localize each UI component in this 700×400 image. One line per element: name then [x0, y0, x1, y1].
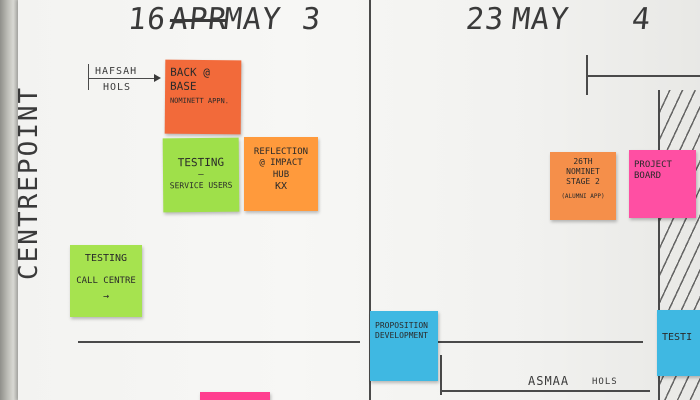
sticky-line: KX — [274, 180, 288, 192]
sticky-line: BOARD — [634, 171, 662, 182]
header-date-3: 3 — [300, 2, 323, 37]
hafsah-label: HAFSAH — [95, 66, 138, 77]
sticky-back-at-base[interactable]: BACK @ BASE NOMINETT APPN. — [164, 59, 242, 135]
sticky-line: TESTI — [662, 332, 693, 343]
sticky-sub: (ALUMNI APP) — [561, 193, 605, 200]
hafsah-arrow-start — [88, 64, 90, 90]
sticky-nominet-stage-2[interactable]: 26TH NOMINET STAGE 2 (ALUMNI APP) — [550, 152, 616, 220]
sticky-sub: NOMINETT APPN. — [169, 96, 230, 105]
asmaa-hols-line — [440, 390, 650, 392]
hatch-border-line — [658, 90, 660, 400]
sticky-reflection[interactable]: REFLECTION @ IMPACT HUB KX — [244, 137, 318, 211]
header-apr-crossed: APR — [168, 2, 230, 37]
metal-pole — [0, 0, 22, 400]
hafsah-hols-label: HOLS — [103, 82, 132, 93]
week-divider-line — [369, 0, 371, 400]
sticky-pink-bottom[interactable] — [200, 392, 270, 400]
sticky-line: REFLECTION — [253, 147, 309, 157]
arrow-right-icon — [154, 74, 161, 82]
asmaa-hols-label: HOLS — [592, 377, 618, 387]
sticky-line: CALL CENTRE — [76, 275, 136, 286]
sticky-line: SERVICE USERS — [169, 180, 233, 191]
asmaa-tick-line — [440, 355, 442, 395]
sticky-line: TESTING — [84, 253, 128, 264]
header-date-16: 16 — [126, 2, 168, 37]
sticky-line: DEVELOPMENT — [375, 331, 428, 340]
sticky-line: 26TH — [573, 157, 593, 166]
hafsah-arrow-line — [88, 78, 156, 80]
sticky-testing-call-centre[interactable]: TESTING CALL CENTRE → — [70, 245, 142, 317]
sticky-line: STAGE 2 — [566, 177, 600, 186]
sticky-project-board[interactable]: PROJECT BOARD — [629, 150, 696, 218]
header-date-4: 4 — [630, 2, 653, 37]
header-may-1: MAY — [222, 2, 284, 37]
header-date-23: 23 — [464, 2, 506, 37]
header-may-2: MAY — [510, 2, 572, 37]
timeline-row-line-right — [438, 341, 643, 343]
sticky-testing-right[interactable]: TESTI — [657, 310, 700, 376]
asmaa-label: ASMAA — [528, 374, 570, 388]
sticky-line: BACK @ — [170, 65, 211, 80]
sticky-line: TESTING — [177, 155, 225, 170]
timeline-row-line-left — [78, 341, 360, 343]
centrepoint-label: CENTREPOINT — [14, 85, 44, 280]
sticky-line: PROJECT — [634, 160, 672, 170]
sticky-line: NOMINET — [566, 167, 600, 176]
sticky-line: PROPOSITION — [375, 321, 428, 330]
sticky-testing-service-users[interactable]: TESTING — SERVICE USERS — [162, 137, 240, 213]
range-line — [586, 75, 700, 77]
sticky-line: — — [198, 169, 204, 180]
sticky-line: @ IMPACT — [259, 158, 303, 169]
sticky-line: BASE — [170, 79, 197, 93]
sticky-line: HUB — [272, 169, 290, 180]
arrow-right-icon: → — [102, 290, 110, 302]
sticky-proposition-development[interactable]: PROPOSITION DEVELOPMENT — [370, 311, 438, 381]
